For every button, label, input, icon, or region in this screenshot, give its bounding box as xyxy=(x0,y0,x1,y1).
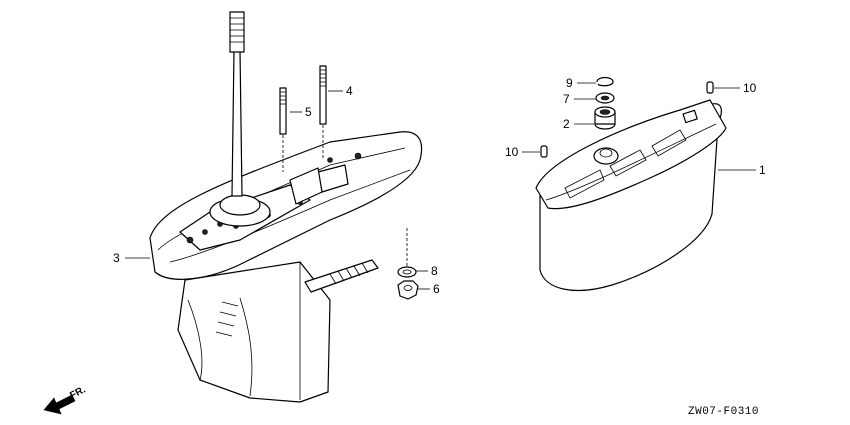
front-arrow-icon xyxy=(43,394,76,415)
part-label-6: 6 xyxy=(433,282,440,296)
gear-case-lower-body xyxy=(177,261,331,403)
dowel-pin-part-10-left xyxy=(540,145,548,158)
stud-part-4 xyxy=(319,65,327,125)
part-label-2: 2 xyxy=(563,117,570,131)
part-label-3: 3 xyxy=(113,251,120,265)
diagram-code: ZW07-F0310 xyxy=(688,406,759,418)
stud-part-5 xyxy=(279,87,287,135)
propeller-shaft xyxy=(304,259,379,293)
part-label-8: 8 xyxy=(431,264,438,278)
part-labels: 3 5 4 8 6 9 7 2 10 10 1 xyxy=(113,76,766,296)
extension-case-top xyxy=(535,99,727,210)
part-label-10-right: 10 xyxy=(743,81,757,95)
leader-lines xyxy=(125,82,756,290)
dowel-pin-part-10-top xyxy=(706,81,714,94)
part-label-10-left: 10 xyxy=(505,145,519,159)
part-label-4: 4 xyxy=(346,84,353,98)
nut-part-6 xyxy=(397,280,419,300)
part-label-1: 1 xyxy=(759,163,766,177)
part-label-5: 5 xyxy=(305,105,312,119)
extension-case-part-1 xyxy=(535,99,727,291)
front-label: FR. xyxy=(68,384,88,401)
part-label-9: 9 xyxy=(566,76,573,90)
front-direction-indicator: FR. xyxy=(43,384,88,415)
part-label-7: 7 xyxy=(563,92,570,106)
circlip-part-9 xyxy=(596,76,614,87)
gear-case-assembly xyxy=(149,11,423,403)
washer-part-8 xyxy=(397,266,417,278)
drive-shaft xyxy=(229,11,245,197)
bearing-part-2 xyxy=(594,106,616,130)
oil-seal-part-7 xyxy=(595,92,615,104)
